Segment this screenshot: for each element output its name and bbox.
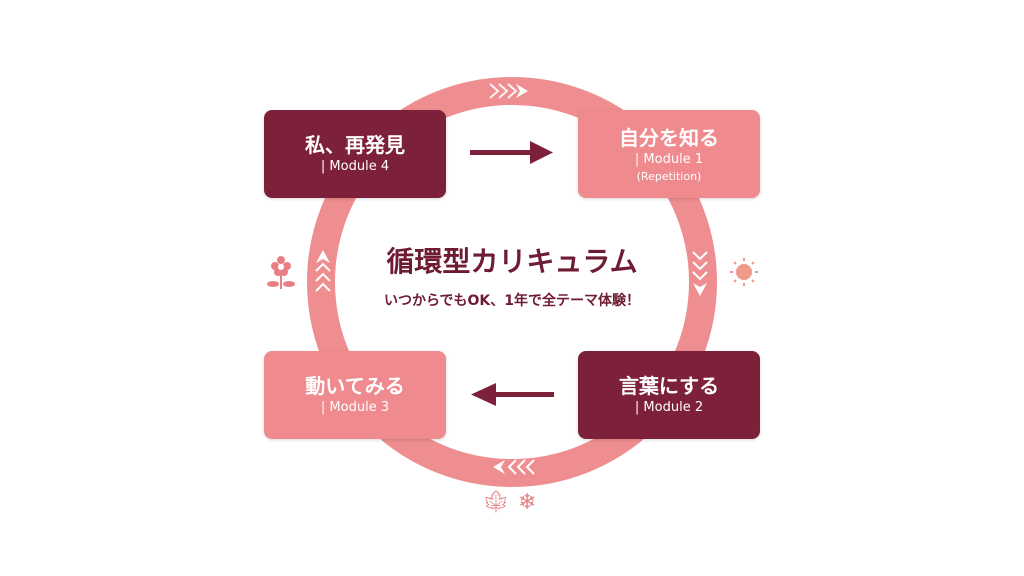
chevron-up-icon	[315, 262, 331, 292]
diagram-title: 循環型カリキュラム	[386, 245, 638, 278]
maple-leaf-icon: 🍁︎	[482, 490, 510, 515]
arrow-down-icon	[693, 283, 707, 296]
sun-icon	[730, 258, 758, 286]
module-title: 自分を知る	[619, 125, 719, 150]
module-title: 私、再発見	[305, 133, 405, 157]
module-1-card: 自分を知る | Module 1 (Repetition)	[578, 110, 760, 198]
diagram-subtitle: いつからでもOK、1年で全テーマ体験！	[383, 293, 641, 309]
module-title: 言葉にする	[618, 374, 720, 398]
snowflake-icon: ❄	[518, 490, 537, 515]
arrow-right-icon	[470, 141, 553, 164]
module-label: | Module 3	[320, 400, 390, 415]
flower-icon	[267, 256, 295, 289]
arrow-left-icon	[471, 383, 554, 406]
module-2-card: 言葉にする | Module 2	[578, 351, 760, 439]
chevron-right-icon	[489, 83, 518, 99]
module-note: (Repetition)	[636, 169, 702, 183]
chevron-left-icon	[507, 459, 535, 475]
module-title: 動いてみる	[305, 374, 405, 398]
chevron-down-icon	[692, 251, 708, 281]
module-label: | Module 1	[634, 151, 704, 167]
arrow-left-icon	[493, 460, 505, 474]
arrow-right-icon	[516, 84, 528, 98]
module-3-card: 動いてみる | Module 3	[264, 351, 446, 439]
ring	[307, 77, 717, 487]
arrow-up-icon	[316, 250, 330, 263]
module-label: | Module 2	[634, 400, 704, 415]
module-label: | Module 4	[320, 159, 390, 174]
module-4-card: 私、再発見 | Module 4	[264, 110, 446, 198]
